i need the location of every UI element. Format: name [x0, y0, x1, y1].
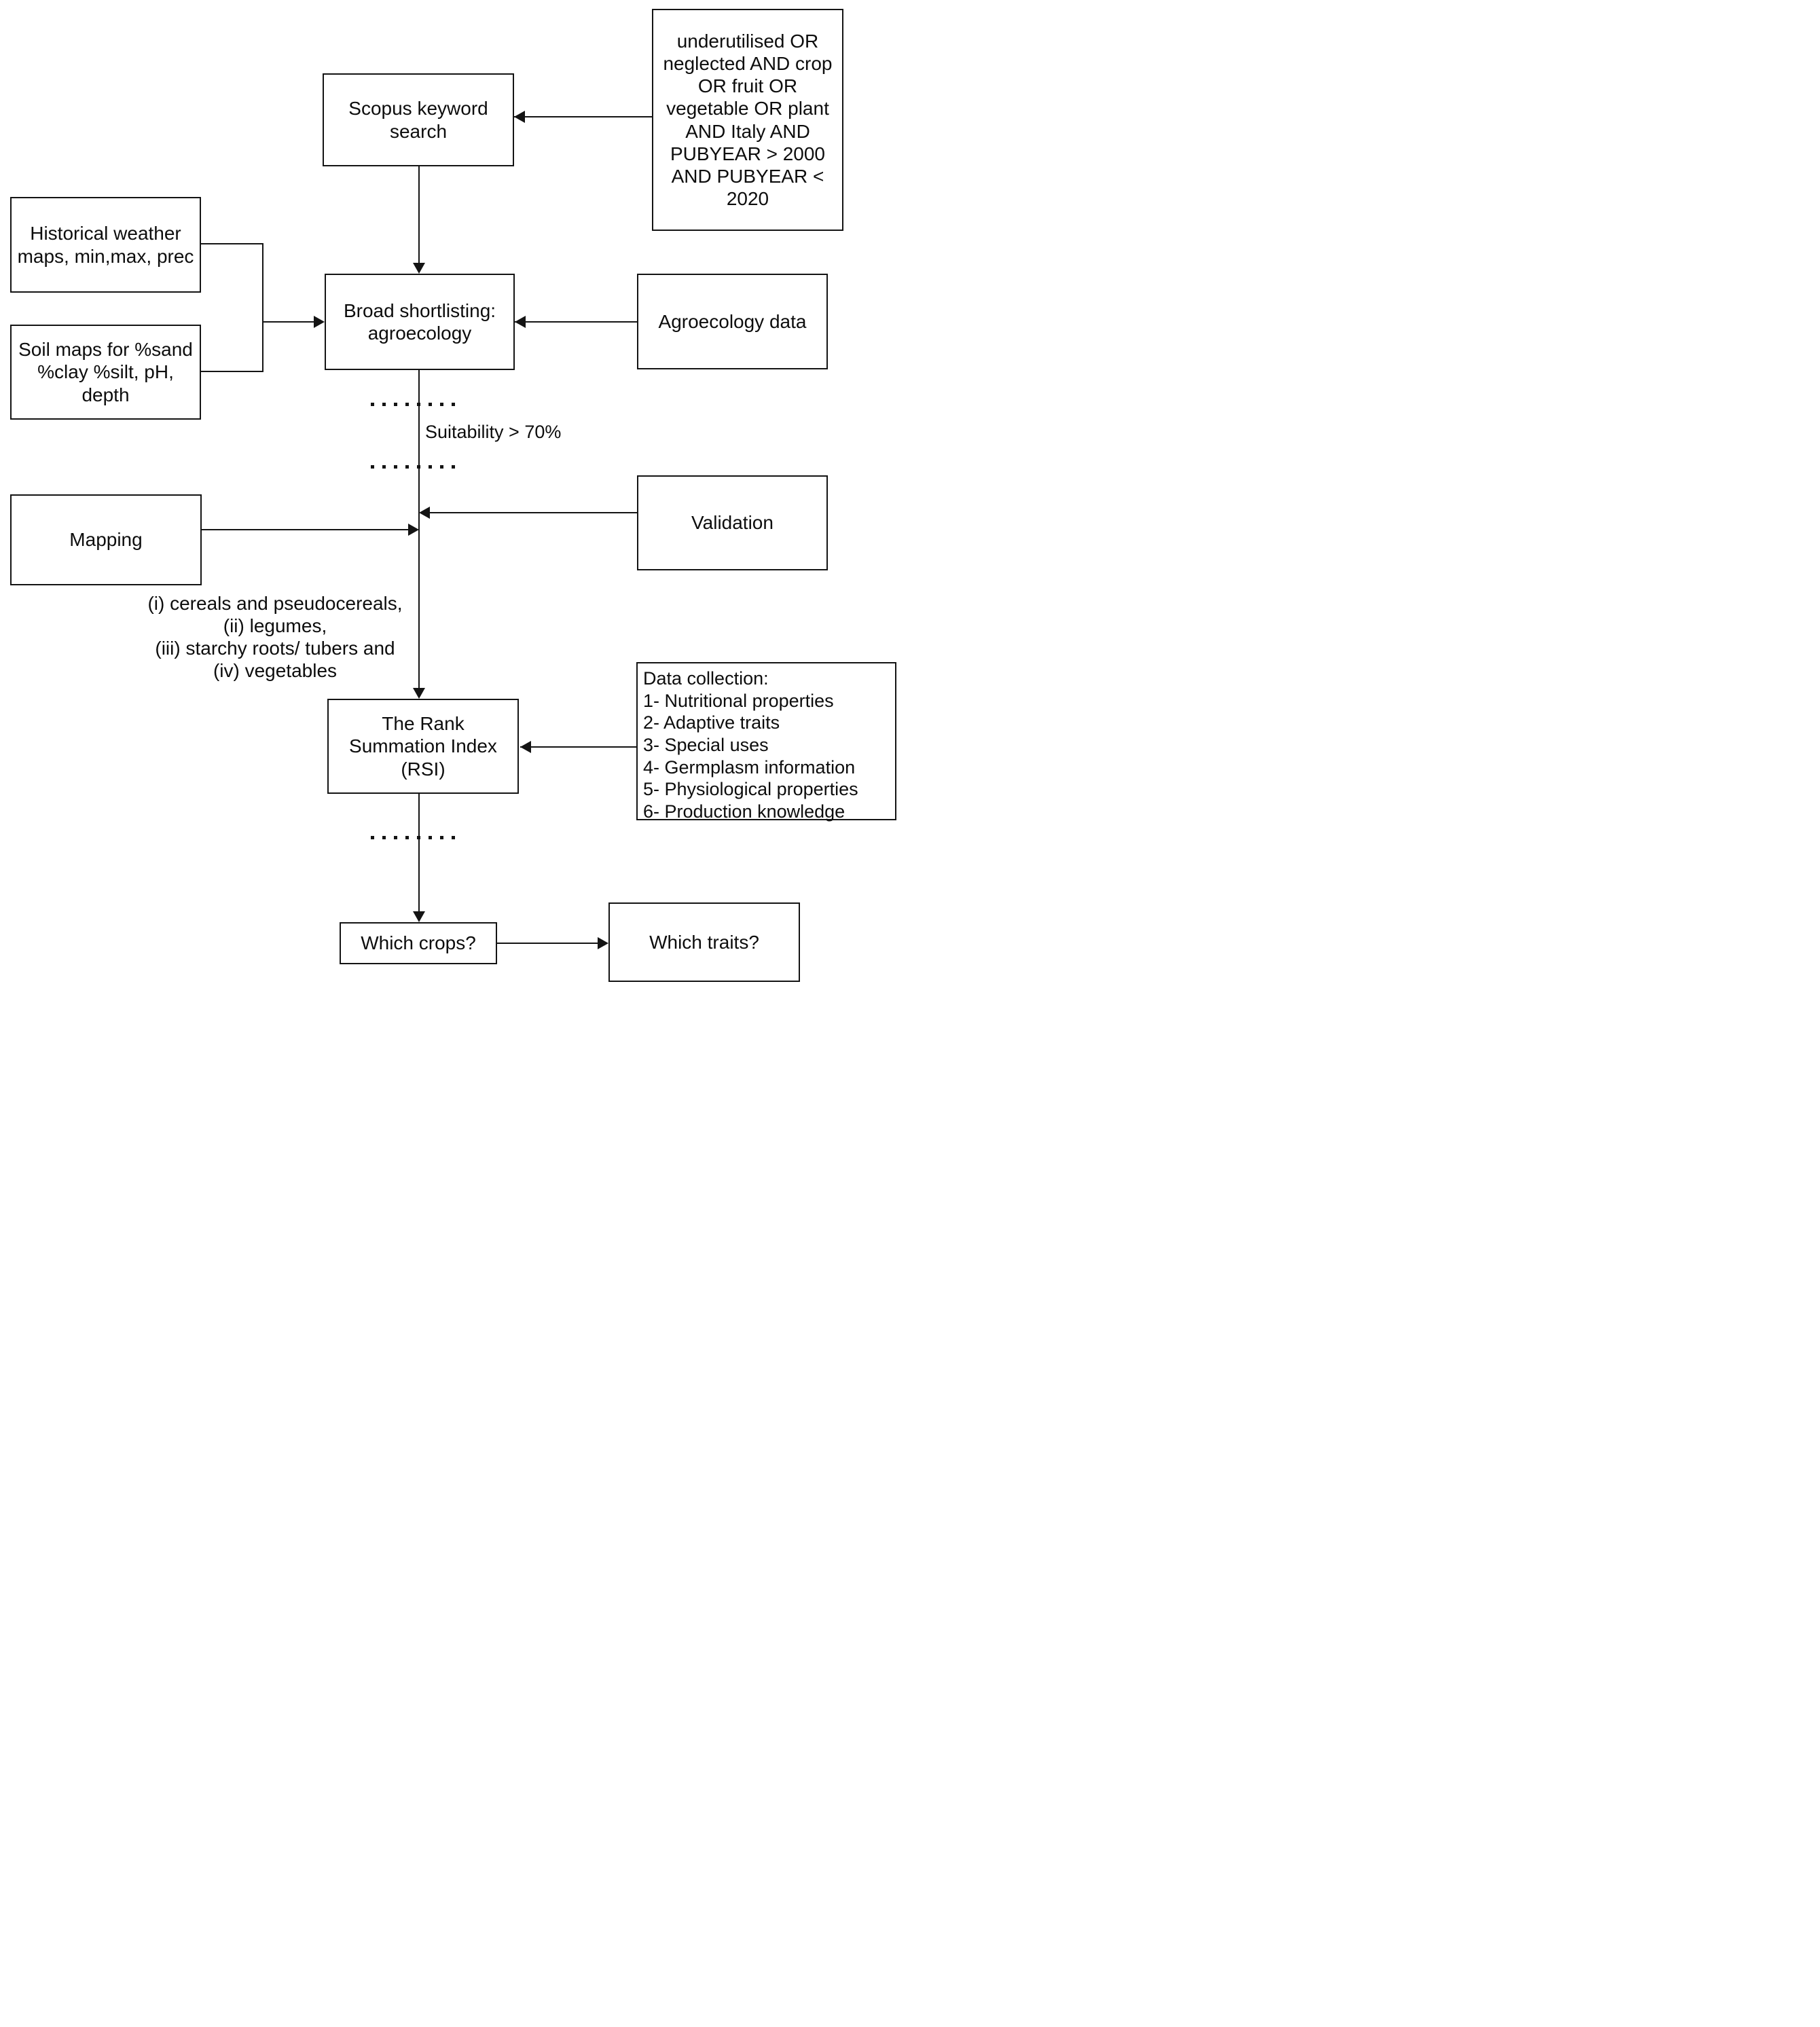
arrowhead-into-broad-right	[515, 316, 526, 328]
node-mapping-label: Mapping	[69, 529, 143, 551]
node-broad-shortlisting-label: Broad shortlisting: agroecology	[343, 299, 496, 344]
connector-mapping-to-center	[202, 529, 410, 530]
node-validation: Validation	[637, 475, 828, 570]
node-agroecology-data-label: Agroecology data	[658, 310, 807, 332]
node-data-collection: Data collection: 1- Nutritional properti…	[636, 662, 896, 822]
data-collection-item: 2- Adaptive traits	[643, 712, 780, 733]
dotted-separator-upper	[371, 403, 463, 406]
arrowhead-validation-junction	[419, 507, 430, 519]
connector-agroecology-to-broad	[515, 321, 637, 323]
node-agroecology-data: Agroecology data	[637, 274, 828, 369]
arrowhead-mapping-junction	[408, 524, 419, 536]
crop-category-line: (iv) vegetables	[213, 660, 338, 681]
node-scopus-search: Scopus keyword search	[323, 73, 514, 166]
arrowhead-into-broad-left	[314, 316, 325, 328]
node-which-traits: Which traits?	[608, 902, 800, 982]
node-soil-maps: Soil maps for %sand %clay %silt, pH, dep…	[10, 325, 201, 420]
data-collection-item: 3- Special uses	[643, 734, 769, 755]
dotted-separator-bottom	[371, 836, 463, 839]
node-rsi: The Rank Summation Index (RSI)	[327, 699, 519, 794]
arrowhead-into-broad-top	[413, 263, 425, 274]
data-collection-item: 5- Physiological properties	[643, 779, 858, 800]
data-collection-item: 6- Production knowledge	[643, 801, 845, 822]
connector-query-to-scopus	[514, 116, 652, 117]
connector-rsi-to-whichcrops	[418, 794, 420, 912]
crop-category-line: (iii) starchy roots/ tubers and	[155, 638, 395, 659]
data-collection-item: 4- Germplasm information	[643, 756, 856, 778]
node-rsi-label: The Rank Summation Index (RSI)	[349, 713, 497, 780]
connector-scopus-to-broad	[418, 166, 420, 265]
dotted-separator-lower	[371, 465, 463, 469]
node-query-string-label: underutilised OR neglected AND crop OR f…	[663, 31, 833, 209]
arrowhead-into-scopus	[514, 111, 525, 123]
node-mapping: Mapping	[10, 494, 202, 585]
connector-bracket-to-broad	[263, 321, 315, 323]
node-broad-shortlisting: Broad shortlisting: agroecology	[325, 274, 515, 370]
connector-datacollection-to-rsi	[520, 746, 636, 748]
connector-broad-to-rsi	[418, 370, 420, 689]
flowchart-canvas: underutilised OR neglected AND crop OR f…	[0, 0, 910, 1013]
crop-category-line: (ii) legumes,	[223, 615, 327, 636]
connector-soil-stub	[201, 371, 263, 372]
connector-bracket-vertical	[262, 243, 263, 372]
node-which-traits-label: Which traits?	[649, 931, 759, 953]
node-historical-weather-label: Historical weather maps, min,max, prec	[17, 223, 194, 267]
data-collection-title: Data collection:	[643, 668, 769, 689]
node-validation-label: Validation	[691, 512, 774, 534]
node-query-string: underutilised OR neglected AND crop OR f…	[652, 9, 843, 231]
connector-validation-to-center	[420, 512, 637, 513]
node-which-crops-label: Which crops?	[361, 932, 476, 954]
node-soil-maps-label: Soil maps for %sand %clay %silt, pH, dep…	[18, 339, 193, 405]
node-scopus-search-label: Scopus keyword search	[348, 98, 488, 142]
node-which-crops: Which crops?	[340, 922, 497, 964]
arrowhead-into-rsi-right	[520, 741, 531, 753]
data-collection-item: 1- Nutritional properties	[643, 690, 834, 711]
arrowhead-into-whichtraits	[598, 937, 608, 949]
arrowhead-into-rsi-top	[413, 688, 425, 699]
crop-category-line: (i) cereals and pseudocereals,	[147, 593, 403, 614]
node-historical-weather: Historical weather maps, min,max, prec	[10, 197, 201, 293]
connector-weather-stub	[201, 243, 263, 244]
suitability-threshold-label: Suitability > 70%	[425, 422, 562, 442]
connector-whichcrops-to-whichtraits	[497, 943, 599, 944]
crop-categories-annotation: (i) cereals and pseudocereals, (ii) legu…	[139, 592, 411, 682]
arrowhead-into-whichcrops	[413, 911, 425, 922]
